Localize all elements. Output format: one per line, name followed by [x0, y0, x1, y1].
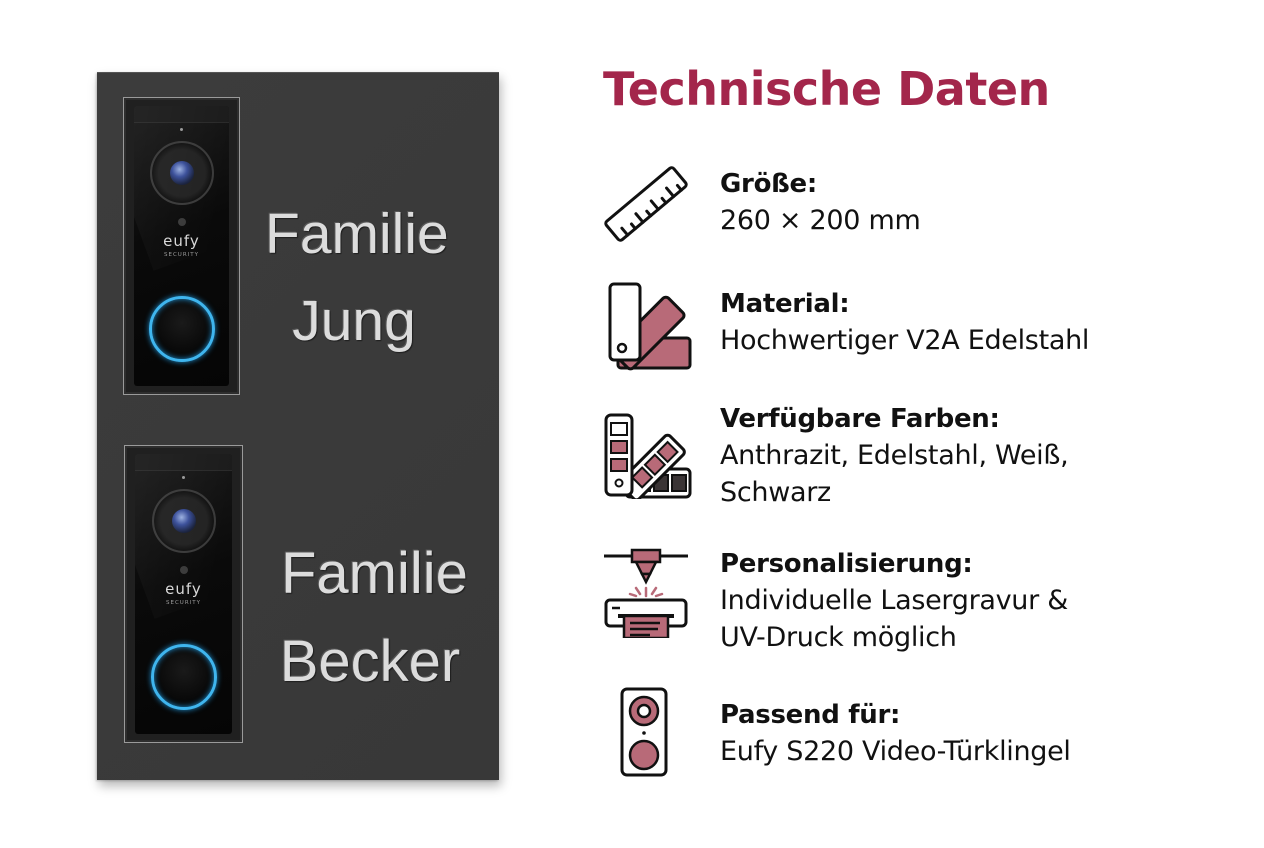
- nameplate-bottom-line1: Familie: [281, 541, 468, 606]
- nameplate-bottom-line2: Becker: [279, 629, 461, 694]
- camera-lens: [169, 161, 194, 185]
- doorbell-button: [148, 296, 215, 362]
- brand-logo: eufy: [163, 232, 200, 250]
- spec-text: Verfügbare Farben: Anthrazit, Edelstahl,…: [720, 401, 1069, 511]
- camera-icon: [149, 141, 214, 205]
- ruler-icon: [600, 158, 692, 250]
- brand-subtitle: SECURITY: [164, 252, 199, 258]
- spec-label: Material:: [720, 289, 850, 319]
- spec-value: Hochwertiger V2A Edelstahl: [720, 325, 1090, 356]
- material-swatch-icon: [600, 280, 692, 372]
- spec-title: Technische Daten: [603, 62, 1050, 116]
- spec-label: Passend für:: [720, 700, 901, 730]
- spec-text: Passend für: Eufy S220 Video-Türklingel: [720, 697, 1071, 770]
- spec-text: Größe: 260 × 200 mm: [720, 166, 921, 239]
- doorbell-body: eufy SECURITY: [134, 106, 229, 386]
- microphone-dot: [180, 128, 183, 131]
- doorbell-bottom: eufy SECURITY: [124, 445, 243, 743]
- laser-printer-icon: [600, 546, 692, 640]
- doorbell-body: eufy SECURITY: [135, 454, 232, 734]
- doorbell-button: [150, 644, 217, 710]
- spec-text: Personalisierung: Individuelle Lasergrav…: [720, 546, 1068, 656]
- spec-label: Größe:: [720, 169, 817, 199]
- camera-lens: [171, 509, 196, 533]
- spec-label: Verfügbare Farben:: [720, 404, 1000, 434]
- brand-logo: eufy: [165, 580, 202, 598]
- spec-text: Material: Hochwertiger V2A Edelstahl: [720, 286, 1089, 359]
- doorbell-top: eufy SECURITY: [123, 97, 240, 395]
- doorbell-icon: [600, 685, 692, 777]
- color-palette-icon: [600, 407, 692, 502]
- product-plate: eufy SECURITY Familie Jung eufy SECURITY…: [97, 72, 499, 780]
- nameplate-top-line2: Jung: [292, 289, 416, 353]
- sensor-dot: [177, 218, 186, 226]
- spec-value: Individuelle Lasergravur & UV-Druck mögl…: [720, 585, 1068, 653]
- spec-value: Anthrazit, Edelstahl, Weiß, Schwarz: [720, 440, 1069, 508]
- spec-value: Eufy S220 Video-Türklingel: [720, 736, 1071, 767]
- microphone-dot: [182, 476, 185, 479]
- nameplate-top-line1: Familie: [265, 202, 449, 266]
- brand-subtitle: SECURITY: [166, 600, 201, 606]
- camera-icon: [151, 489, 216, 553]
- spec-value: 260 × 200 mm: [720, 205, 921, 236]
- sensor-dot: [179, 566, 188, 574]
- spec-label: Personalisierung:: [720, 549, 973, 579]
